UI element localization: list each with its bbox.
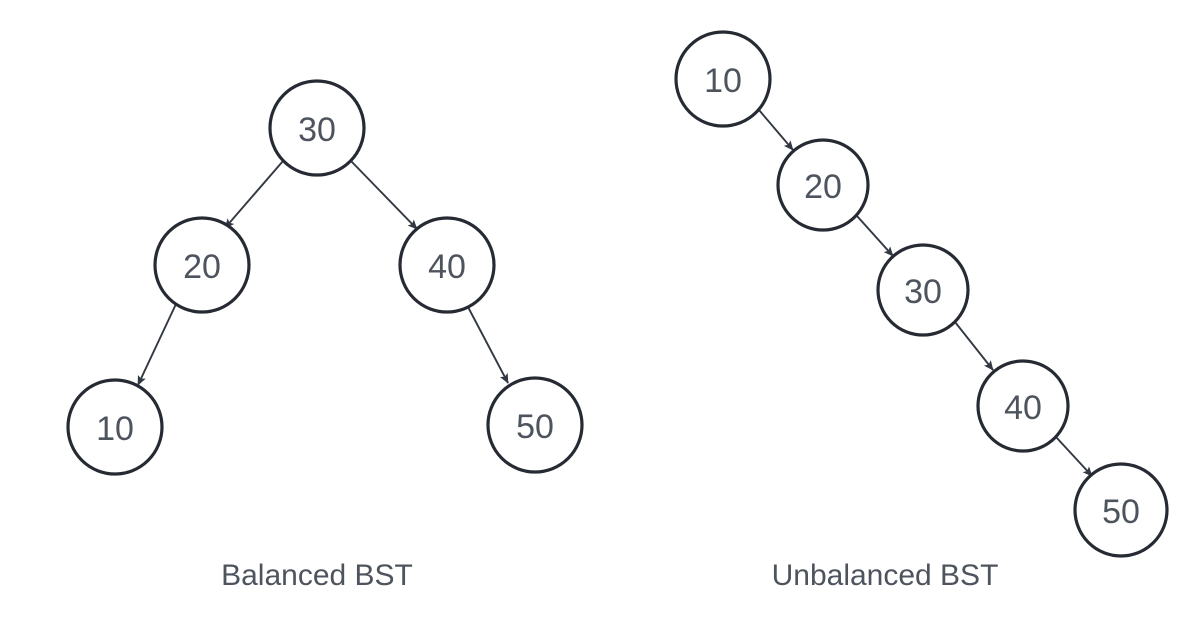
node-value-label: 30 — [904, 273, 942, 311]
node-circle — [153, 216, 251, 314]
node-circle — [66, 378, 164, 476]
node-circle — [976, 359, 1070, 453]
node-value-label: 40 — [1004, 389, 1042, 427]
edge-u20-to-u30 — [856, 215, 894, 257]
edge-30-to-20 — [224, 160, 284, 229]
caption-unbalanced-bst: Unbalanced BST — [772, 559, 999, 592]
node-balanced-30[interactable]: 30 — [268, 79, 366, 177]
edge-u10-to-u20 — [758, 109, 794, 151]
node-unbalanced-40[interactable]: 40 — [976, 359, 1070, 453]
node-value-label: 30 — [298, 111, 336, 149]
edge-u40-to-u50 — [1055, 436, 1093, 477]
node-value-label: 20 — [183, 248, 221, 286]
node-balanced-20[interactable]: 20 — [153, 216, 251, 314]
node-unbalanced-10[interactable]: 10 — [674, 30, 772, 128]
node-value-label: 50 — [516, 408, 554, 446]
tree-balanced: 30 20 40 10 50 Balanced BST — [66, 79, 584, 592]
node-unbalanced-30[interactable]: 30 — [876, 243, 970, 337]
node-circle — [776, 138, 870, 232]
node-balanced-50[interactable]: 50 — [486, 376, 584, 474]
node-circle — [876, 243, 970, 337]
node-value-label: 10 — [96, 410, 134, 448]
node-value-label: 20 — [804, 168, 842, 206]
tree-unbalanced: 10 20 30 40 50 Unbalanced BST — [674, 30, 1169, 592]
edge-group-unbalanced — [758, 109, 1093, 477]
edge-group-balanced — [137, 160, 509, 386]
node-value-label: 50 — [1102, 493, 1140, 531]
edge-40-to-50 — [467, 306, 509, 384]
node-unbalanced-50[interactable]: 50 — [1073, 462, 1169, 558]
caption-balanced-bst: Balanced BST — [221, 559, 413, 592]
node-circle — [1073, 462, 1169, 558]
edge-30-to-40 — [350, 160, 418, 230]
node-balanced-10[interactable]: 10 — [66, 378, 164, 476]
node-circle — [486, 376, 584, 474]
node-balanced-40[interactable]: 40 — [398, 216, 496, 314]
node-circle — [268, 79, 366, 177]
node-value-label: 10 — [704, 62, 742, 100]
node-circle — [674, 30, 772, 128]
node-unbalanced-20[interactable]: 20 — [776, 138, 870, 232]
edge-u30-to-u40 — [954, 321, 994, 371]
node-value-label: 40 — [428, 248, 466, 286]
node-circle — [398, 216, 496, 314]
edge-20-to-10 — [137, 303, 177, 386]
